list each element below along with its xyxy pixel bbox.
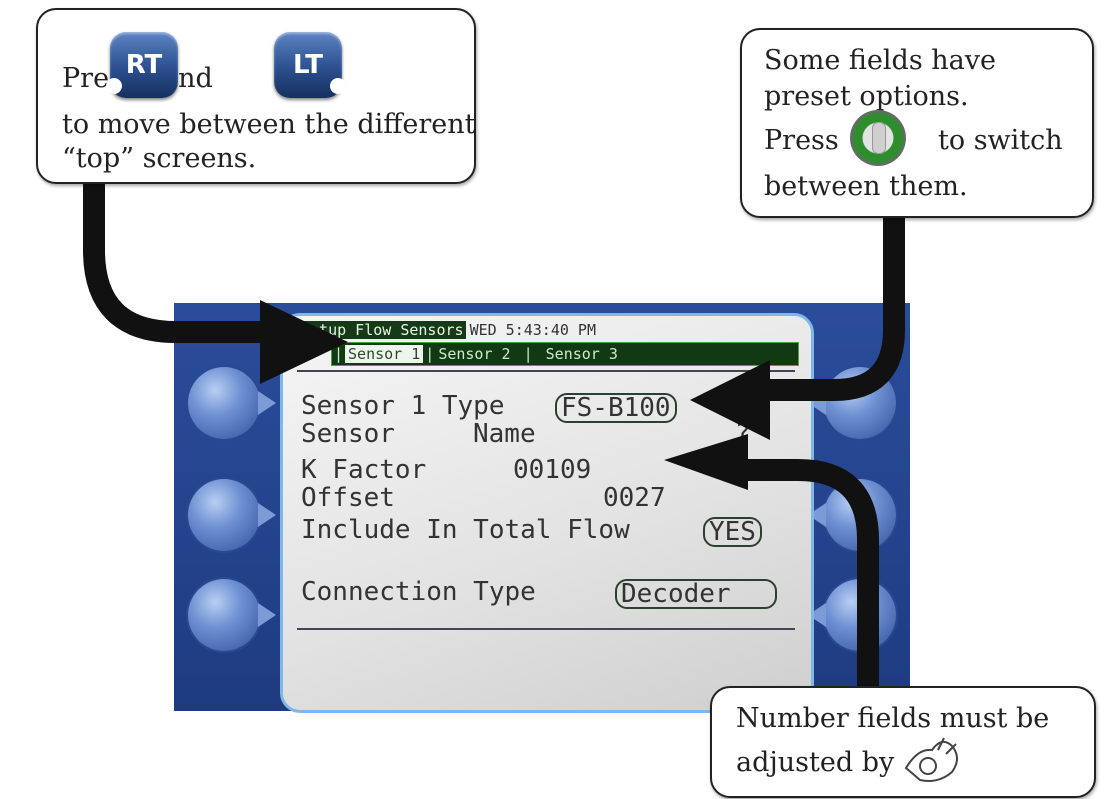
callout-line-1: Some fields have xyxy=(764,45,996,76)
k-factor-label: K Factor xyxy=(301,455,427,485)
sensor-tab-bar: |Sensor 1|Sensor 2 | Sensor 3 xyxy=(331,342,799,366)
left-soft-button-2[interactable] xyxy=(188,479,276,551)
lt-button-icon: LT xyxy=(274,32,346,98)
include-total-flow-label: Include In Total Flow xyxy=(301,515,630,545)
callout-line-4: between them. xyxy=(764,171,968,202)
right-soft-button-3[interactable] xyxy=(808,579,896,651)
tab-sensor-1[interactable]: Sensor 1 xyxy=(345,345,424,363)
callout-preset-options: Some fields have preset options. Press t… xyxy=(740,28,1094,218)
connection-type-field[interactable]: Decoder xyxy=(615,579,777,609)
right-soft-button-2[interactable] xyxy=(808,479,896,551)
header-divider xyxy=(297,370,795,372)
sensor-type-label: Sensor 1 Type xyxy=(301,391,505,421)
screen-title: Setup Flow Sensors xyxy=(299,321,466,339)
include-total-flow-field[interactable]: YES xyxy=(703,517,762,547)
k-factor-field[interactable]: 00109 xyxy=(513,455,592,485)
connection-type-label: Connection Type xyxy=(301,577,536,607)
callout-line-1: Number fields must be xyxy=(736,703,1050,734)
sensor-name-field[interactable]: ? xyxy=(735,419,751,449)
callout-press-text: Press xyxy=(764,125,839,156)
callout-switch-text: to switch xyxy=(938,125,1063,156)
left-soft-button-1[interactable] xyxy=(188,367,276,439)
callout-line-3: “top” screens. xyxy=(62,143,257,174)
left-soft-button-3[interactable] xyxy=(188,579,276,651)
callout-screen-navigation: Press and RT LT to move between the diff… xyxy=(36,8,476,184)
sensor-name-label: Sensor xyxy=(301,419,395,449)
footer-divider xyxy=(297,628,795,630)
callout-line-2: adjusted by xyxy=(736,747,895,778)
screen-datetime: WED 5:43:40 PM xyxy=(469,321,596,339)
callout-number-fields: Number fields must be adjusted by xyxy=(710,686,1096,798)
rt-button-icon: RT xyxy=(106,32,178,98)
sensor-name-name: Name xyxy=(473,419,536,449)
tab-sensor-2[interactable]: Sensor 2 xyxy=(438,345,511,363)
callout-line-2: preset options. xyxy=(764,81,969,112)
offset-label: Offset xyxy=(301,483,395,513)
offset-field[interactable]: 0027 xyxy=(603,483,666,513)
sensor-type-field[interactable]: FS-B100 xyxy=(555,393,677,423)
callout-line-2: to move between the different xyxy=(62,109,476,140)
select-knob-icon xyxy=(850,110,906,166)
pinch-hand-icon xyxy=(904,737,958,782)
tab-sensor-3[interactable]: Sensor 3 xyxy=(545,345,618,363)
right-soft-button-1[interactable] xyxy=(808,367,896,439)
